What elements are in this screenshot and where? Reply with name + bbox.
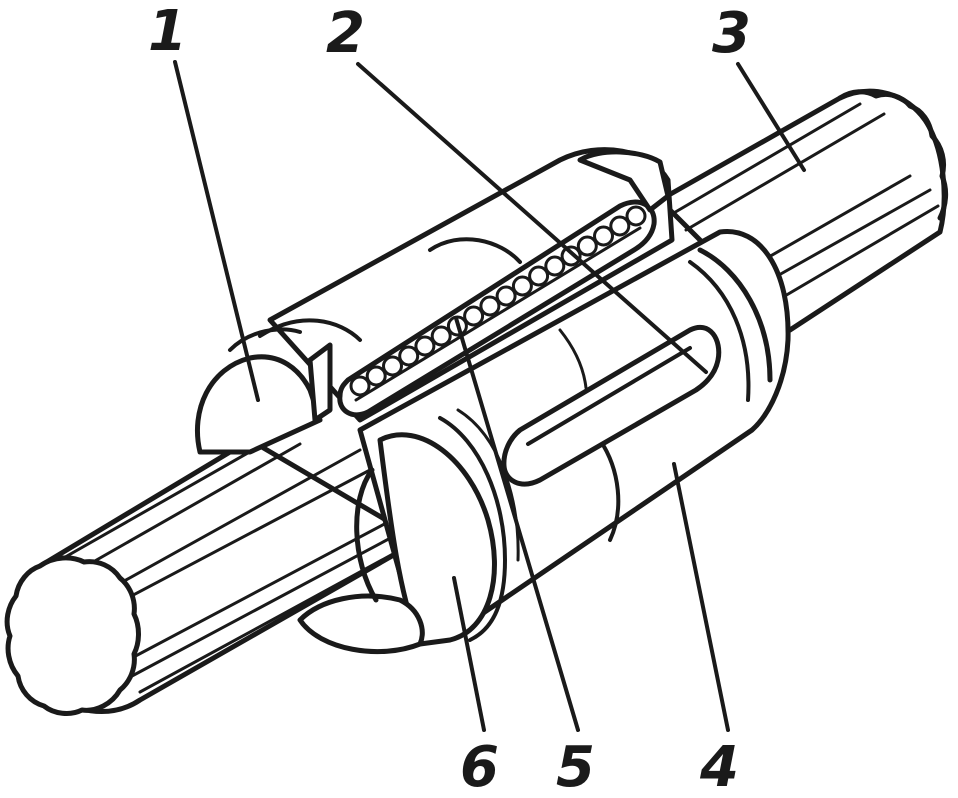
label-4: 4	[699, 735, 739, 798]
ball	[414, 335, 436, 357]
ball	[511, 275, 533, 297]
ball	[349, 375, 371, 397]
label-6: 6	[460, 735, 499, 798]
ball	[495, 285, 517, 307]
key-slot	[501, 324, 722, 487]
ball	[398, 345, 420, 367]
leader-6	[452, 576, 486, 732]
ball	[544, 255, 566, 277]
ball	[365, 365, 387, 387]
label-1: 1	[148, 0, 187, 64]
leader-3	[736, 62, 806, 172]
ball	[625, 205, 647, 227]
leader-1	[173, 60, 260, 402]
ball	[560, 245, 582, 267]
ball	[609, 215, 631, 237]
ball	[430, 325, 452, 347]
leader-4	[672, 462, 730, 732]
label-5: 5	[556, 735, 595, 798]
ball	[463, 305, 485, 327]
ball	[528, 265, 550, 287]
balls	[349, 205, 647, 397]
ball	[576, 235, 598, 257]
housing-sleeve	[194, 147, 791, 655]
leader-2	[356, 62, 708, 374]
ball	[382, 355, 403, 377]
ball	[479, 295, 501, 317]
label-3: 3	[712, 1, 751, 66]
retainer-cap	[307, 149, 671, 423]
leader-lines	[173, 60, 806, 732]
label-2: 2	[326, 1, 365, 66]
ball	[593, 225, 614, 247]
leader-5	[454, 316, 580, 732]
